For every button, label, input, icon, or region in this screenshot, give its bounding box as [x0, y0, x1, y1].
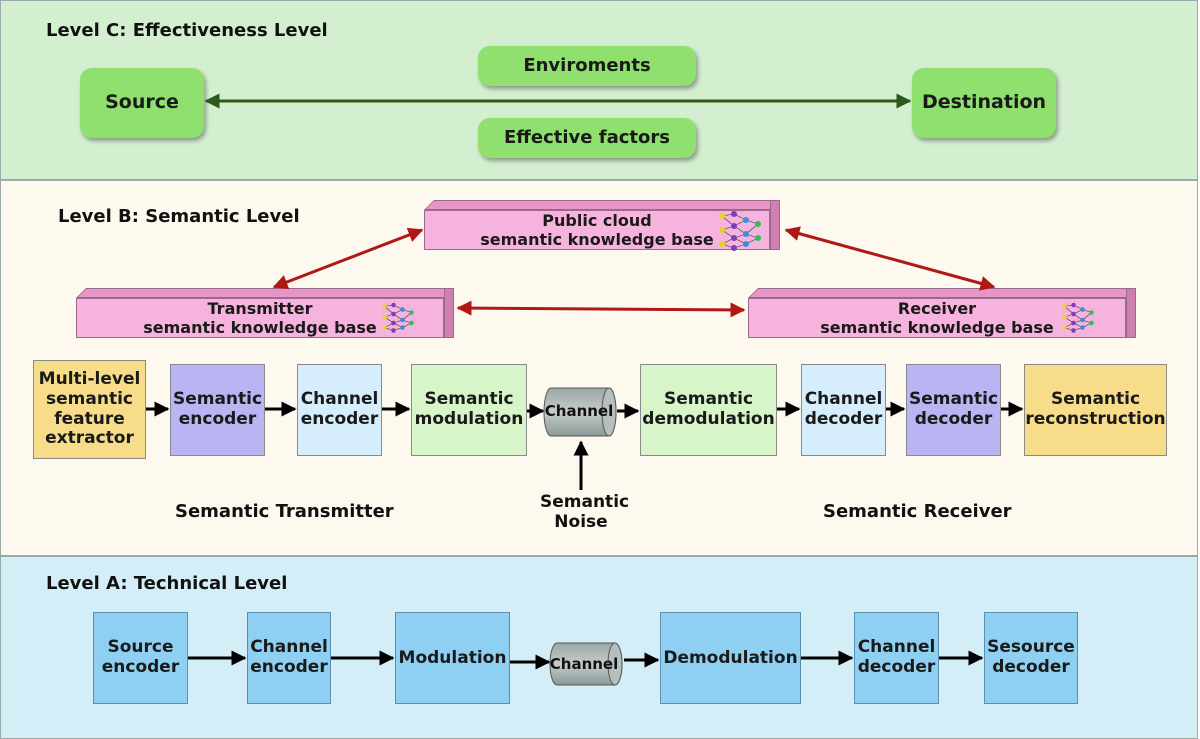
source-decoder-box: Sesource decoder [984, 612, 1078, 704]
tech-channel-encoder-box: Channel encoder [247, 612, 331, 704]
environments-box: Enviroments [478, 46, 696, 86]
neural-network-icon [1062, 302, 1094, 333]
public-kb-line2: semantic knowledge base [480, 230, 714, 249]
semantic-modulation-box: Semantic modulation [411, 364, 527, 456]
public-kb-line1: Public cloud [542, 210, 652, 230]
transmitter-kb-line1: Transmitter [207, 298, 313, 318]
semantic-encoder-box: Semantic encoder [170, 364, 265, 456]
transmitter-public-kb-arrow [272, 227, 424, 290]
public-receiver-kb-arrow [784, 226, 996, 291]
semantic-transmitter-caption: Semantic Transmitter [175, 501, 394, 522]
technical-channel-cylinder [549, 642, 623, 686]
public-kb-side-face [770, 200, 780, 250]
semantic-noise-label: Semantic Noise [540, 492, 630, 533]
channel-decoder-box: Channel decoder [801, 364, 886, 456]
level-c-title: Level C: Effectiveness Level [46, 20, 328, 41]
effective-factors-box: Effective factors [478, 118, 696, 158]
destination-box: Destination [912, 68, 1056, 138]
demodulation-box: Demodulation [660, 612, 801, 704]
transmitter-kb-line2: semantic knowledge base [143, 318, 377, 337]
feature-extractor-box: Multi-level semantic feature extractor [33, 360, 146, 459]
semantic-decoder-box: Semantic decoder [906, 364, 1001, 456]
transmitter-kb-box: Transmitter semantic knowledge base [76, 298, 444, 338]
receiver-kb-line1: Receiver [897, 298, 977, 318]
semantic-demodulation-box: Semantic demodulation [640, 364, 777, 456]
semantic-channel-label: Channel [544, 402, 614, 420]
source-box: Source [80, 68, 204, 138]
receiver-kb-side-face [1126, 288, 1136, 338]
level-b-title: Level B: Semantic Level [58, 206, 300, 227]
level-a-title: Level A: Technical Level [46, 573, 288, 594]
receiver-kb-line2: semantic knowledge base [820, 318, 1054, 337]
modulation-box: Modulation [395, 612, 510, 704]
public-kb-box: Public cloud semantic knowledge base [424, 210, 770, 250]
semantic-reconstruction-box: Semantic reconstruction [1024, 364, 1167, 456]
neural-network-icon [382, 302, 414, 333]
semantic-pipeline-arrows [146, 401, 1024, 490]
neural-network-icon [719, 211, 761, 251]
tech-channel-decoder-box: Channel decoder [854, 612, 939, 704]
technical-channel-label: Channel [549, 655, 619, 673]
transmitter-receiver-kb-arrow [456, 300, 746, 318]
technical-pipeline-arrows [188, 650, 984, 670]
semantic-receiver-caption: Semantic Receiver [823, 501, 1012, 522]
semantic-channel-cylinder [543, 387, 617, 437]
source-encoder-box: Source encoder [93, 612, 188, 704]
transmitter-kb-side-face [444, 288, 454, 338]
channel-encoder-box: Channel encoder [297, 364, 382, 456]
